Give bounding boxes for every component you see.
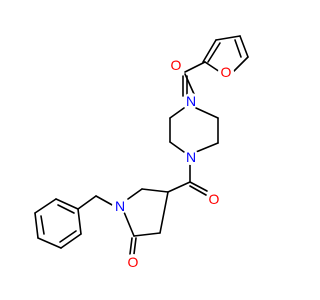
bond: [59, 230, 77, 243]
atom-o-furan: O: [218, 64, 234, 80]
bond: [141, 188, 169, 193]
bond: [123, 211, 135, 237]
bond: [55, 198, 79, 210]
bond: [133, 237, 137, 255]
bond: [57, 204, 75, 214]
bond: [184, 61, 206, 73]
bond: [184, 73, 195, 95]
bond: [215, 35, 241, 41]
bond: [127, 188, 143, 200]
atom-n-piperazine-top-label: N: [186, 93, 196, 109]
bond: [159, 191, 169, 234]
atom-n-piperazine-bottom: N: [183, 149, 199, 165]
atom-o-furoyl-carbonyl-label: O: [171, 57, 182, 73]
bond: [169, 141, 185, 153]
bond: [40, 215, 45, 235]
bond: [133, 232, 161, 237]
bond: [233, 56, 249, 72]
bond: [202, 39, 217, 63]
atom-o-lactam-label: O: [128, 254, 139, 270]
bond: [77, 208, 82, 235]
atom-n-pyrrolidinone: N: [112, 198, 128, 214]
atom-o-furoyl-carbonyl: O: [168, 57, 184, 73]
atom-labels-layer: O O N N O N O: [112, 57, 234, 270]
bonds-layer: [34, 35, 249, 255]
atom-o-lactam: O: [125, 254, 141, 270]
bond: [167, 181, 191, 193]
atom-o-furan-label: O: [221, 64, 232, 80]
structure-svg: O O N N O N O: [34, 35, 249, 270]
atom-o-amide-label: O: [209, 191, 220, 207]
bond: [239, 35, 249, 58]
bond: [60, 233, 82, 249]
bond: [189, 185, 207, 196]
bond: [234, 39, 242, 58]
bond: [37, 237, 62, 249]
bond: [195, 107, 219, 119]
atom-n-piperazine-bottom-label: N: [186, 149, 196, 165]
bond: [169, 107, 185, 119]
bond: [195, 142, 219, 153]
atom-n-pyrrolidinone-label: N: [115, 198, 125, 214]
bond: [34, 212, 39, 239]
molecule-structure-diagram: O O N N O N O: [34, 35, 249, 270]
bond: [95, 195, 115, 207]
atom-n-piperazine-top: N: [183, 93, 199, 109]
bond: [189, 181, 208, 192]
bond: [204, 61, 221, 73]
atom-o-amide: O: [206, 191, 222, 207]
bond: [129, 237, 133, 255]
bond: [77, 195, 97, 210]
bond: [207, 42, 221, 63]
bond: [34, 198, 57, 214]
